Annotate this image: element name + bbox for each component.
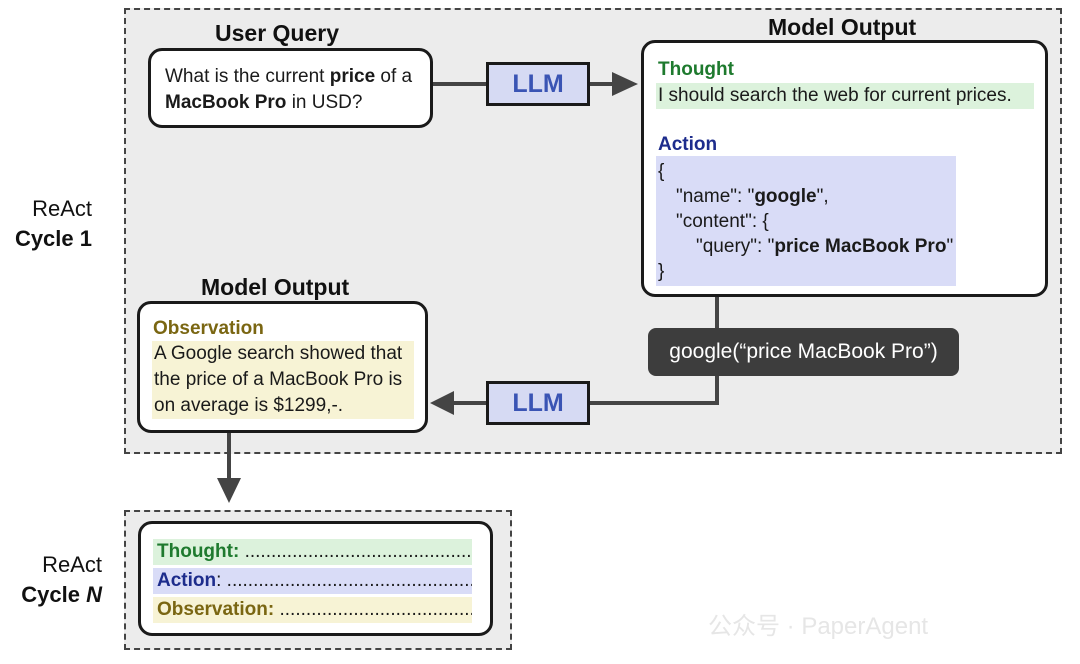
action-code-block: { "name": "google", "content": { "query"… <box>656 156 956 286</box>
thought-text: I should search the web for current pric… <box>656 83 1034 109</box>
cycle-n-summary-box: Thought: ...............................… <box>138 521 493 636</box>
llm-box-top: LLM <box>486 62 590 106</box>
action-label: Action <box>658 134 718 155</box>
user-query-text: What is the current price of a MacBook P… <box>165 66 413 113</box>
cycle-1-label-line1: ReAct <box>32 196 92 221</box>
code-line-query: "query": "price MacBook Pro" <box>696 236 954 257</box>
user-query-box: What is the current price of a MacBook P… <box>148 48 433 128</box>
code-line-close: } <box>658 261 665 282</box>
code-line-name: "name": "google", <box>676 186 829 207</box>
observation-text: A Google search showed that the price of… <box>152 341 414 419</box>
llm-box-bottom: LLM <box>486 381 590 425</box>
summary-action-row: Action: ................................… <box>153 568 472 594</box>
observation-box: Observation A Google search showed that … <box>137 301 428 433</box>
watermark: 公众号 · PaperAgent <box>708 613 929 640</box>
tool-call-badge: google(“price MacBook Pro”) <box>648 328 959 376</box>
user-query-heading: User Query <box>215 20 340 46</box>
cycle-n-label: ReAct Cycle N <box>0 550 102 610</box>
summary-thought-row: Thought: ...............................… <box>153 539 472 565</box>
cycle-1-label-line2: Cycle 1 <box>14 226 92 251</box>
model-output-top-box: Thought I should search the web for curr… <box>641 40 1048 297</box>
code-line-content: "content": { <box>676 211 769 232</box>
code-line-open: { <box>658 161 665 182</box>
model-output-bottom-heading: Model Output <box>201 274 350 300</box>
summary-observation-row: Observation: ...........................… <box>153 597 472 623</box>
model-output-top-heading: Model Output <box>768 14 917 40</box>
cycle-1-label: ReAct Cycle 1 <box>0 194 92 254</box>
cycle-n-label-line2: Cycle N <box>21 582 102 607</box>
cycle-n-label-line1: ReAct <box>42 552 102 577</box>
thought-label: Thought <box>658 59 734 80</box>
observation-label: Observation <box>153 318 264 339</box>
